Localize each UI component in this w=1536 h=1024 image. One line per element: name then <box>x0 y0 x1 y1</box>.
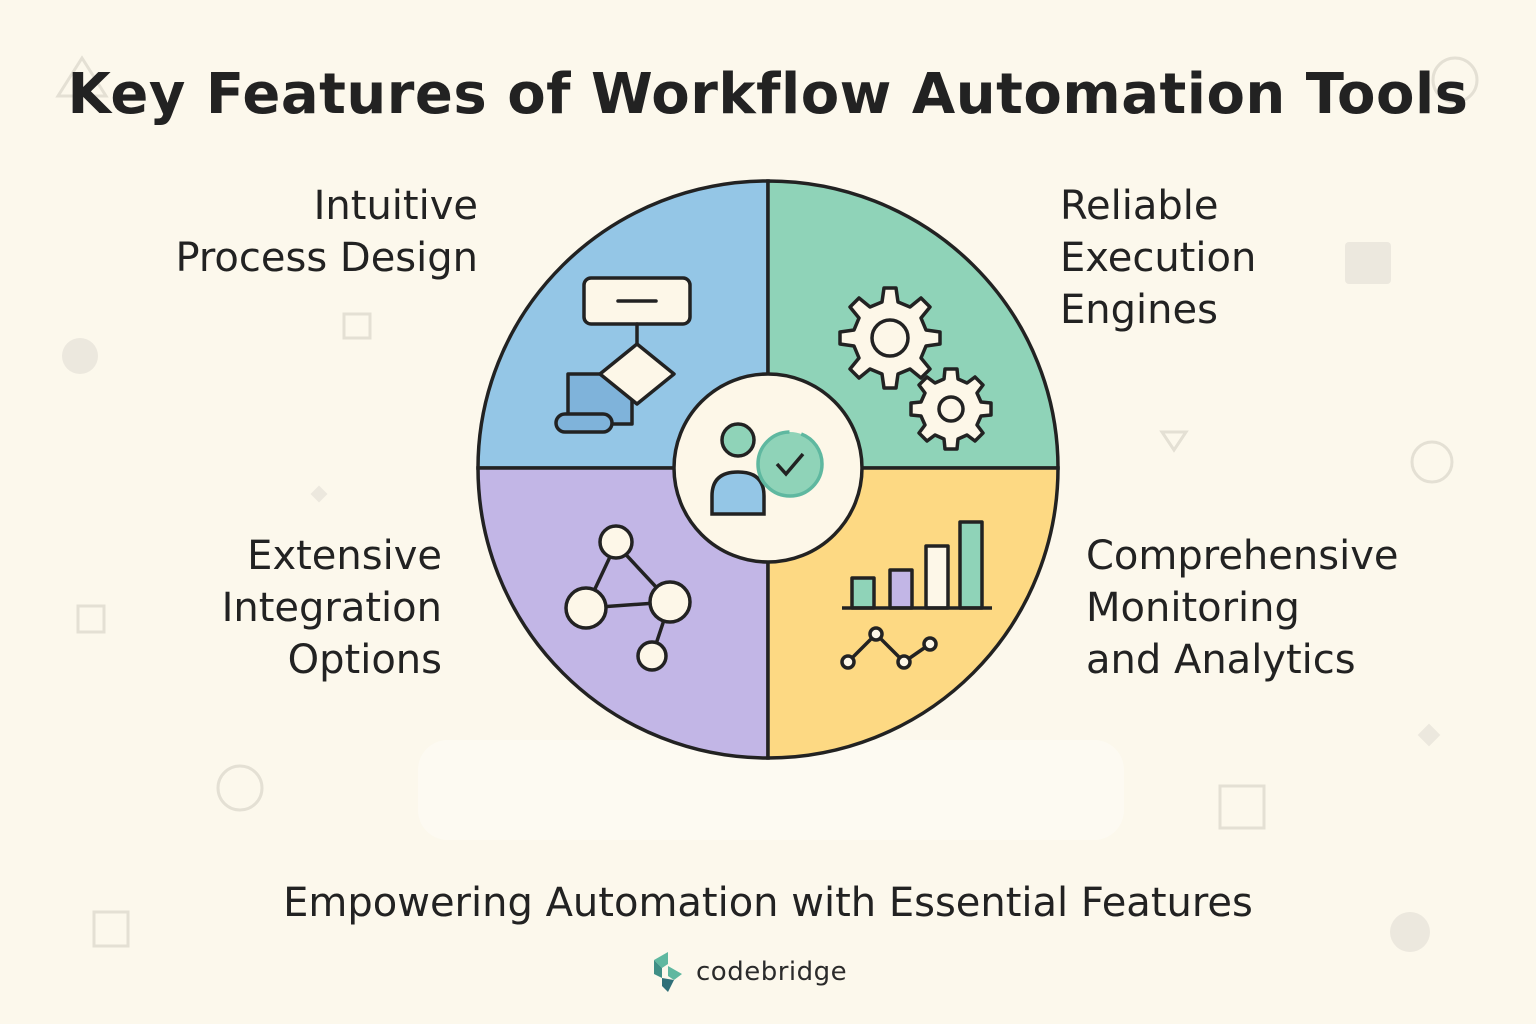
subtitle: Empowering Automation with Essential Fea… <box>283 880 1253 926</box>
gears-icon <box>838 286 993 451</box>
bg-square-outline-shape <box>76 604 106 634</box>
brand-logo: codebridge <box>650 950 890 994</box>
feature-line: Comprehensive <box>1086 533 1399 579</box>
bg-dot-shape <box>1390 912 1430 952</box>
feature-label-top-right: Reliable Execution Engines <box>1060 180 1256 336</box>
feature-label-bottom-right: Comprehensive Monitoring and Analytics <box>1086 530 1398 686</box>
bg-square-outline-shape <box>92 910 130 948</box>
feature-line: Reliable <box>1060 183 1219 229</box>
bg-square-shape <box>1345 242 1391 284</box>
page-title: Key Features of Workflow Automation Tool… <box>67 62 1469 127</box>
bg-circle-shape <box>1431 56 1479 104</box>
bg-diamond-shape <box>310 485 328 503</box>
bg-diamond-shape <box>1417 723 1441 747</box>
bg-panel-shape <box>418 740 1124 840</box>
quadrant-extensive-integration-options <box>476 466 770 760</box>
feature-line: Intuitive <box>313 183 478 229</box>
user-check-icon <box>710 422 824 516</box>
feature-line: Process Design <box>175 235 478 281</box>
bg-circle-shape <box>216 764 264 812</box>
quadrant-comprehensive-monitoring <box>766 466 1060 760</box>
bg-dot-shape <box>62 338 98 374</box>
feature-label-bottom-left: Extensive Integration Options <box>222 530 442 686</box>
codebridge-logo-icon <box>654 952 682 992</box>
feature-line: Integration <box>221 585 442 631</box>
bg-circle-shape <box>1410 440 1454 484</box>
feature-line: Options <box>287 637 442 683</box>
feature-line: Monitoring <box>1086 585 1300 631</box>
feature-line: and Analytics <box>1086 637 1356 683</box>
bg-square-outline-shape <box>1218 784 1266 830</box>
bg-triangle-shape <box>55 55 109 98</box>
feature-line: Engines <box>1060 287 1218 333</box>
network-icon <box>564 524 692 672</box>
bg-small-triangle-shape <box>1159 430 1189 453</box>
feature-wheel-diagram <box>476 179 1060 760</box>
feature-label-top-left: Intuitive Process Design <box>175 180 478 284</box>
brand-name: codebridge <box>696 957 848 987</box>
feature-line: Execution <box>1060 235 1257 281</box>
analytics-chart-icon <box>840 520 992 670</box>
feature-line: Extensive <box>247 533 442 579</box>
bg-square-outline-shape <box>342 312 372 340</box>
flowchart-icon <box>554 276 692 434</box>
